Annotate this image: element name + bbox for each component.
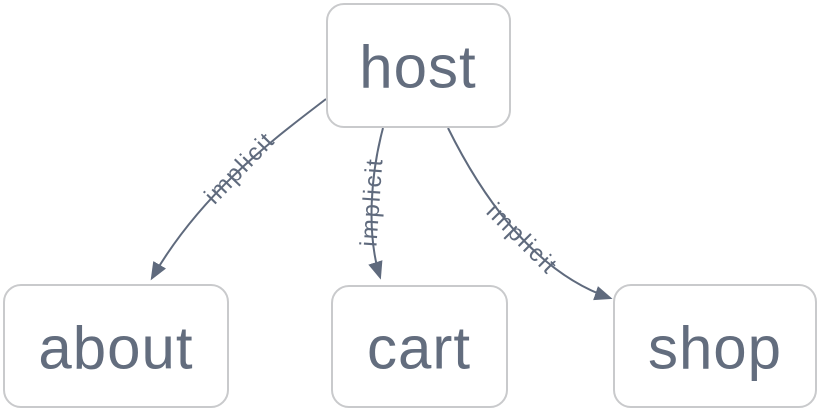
node-host-box	[326, 3, 511, 128]
edge-label-host-cart: implicit	[355, 156, 388, 247]
edge-line-host-shop	[447, 127, 613, 301]
node-cart-label: cart	[367, 315, 471, 382]
node-shop-label: shop	[648, 315, 782, 382]
node-about-label: about	[38, 315, 193, 382]
node-cart-box	[331, 285, 508, 408]
node-about-box	[3, 284, 229, 408]
node-about[interactable]: about	[3, 284, 229, 408]
edge-line-host-cart	[368, 127, 384, 280]
edge-label-host-shop: implicit	[481, 198, 563, 280]
node-shop-box	[613, 284, 817, 408]
edge-host-shop: implicit	[447, 127, 613, 301]
edge-host-cart: implicit	[355, 127, 389, 280]
edge-line-host-about	[150, 98, 327, 281]
node-host[interactable]: host	[326, 3, 511, 128]
node-shop[interactable]: shop	[613, 284, 817, 408]
edge-label-host-about: implicit	[199, 126, 280, 209]
node-cart[interactable]: cart	[331, 285, 508, 408]
node-host-label: host	[359, 34, 476, 101]
edge-host-about: implicit	[150, 98, 327, 281]
